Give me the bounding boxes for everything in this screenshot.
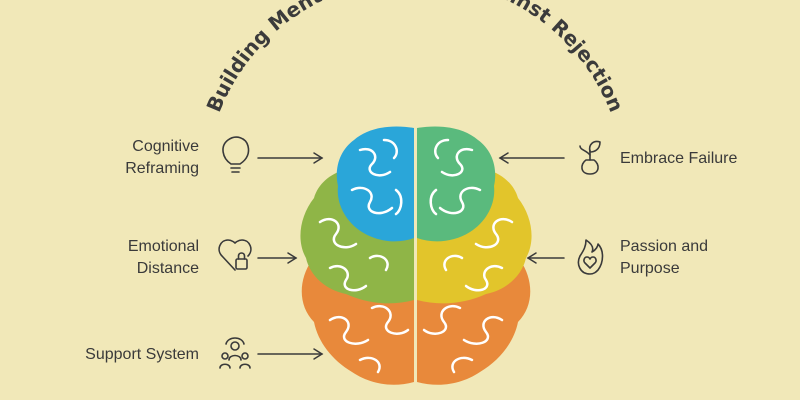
arrow-passion-purpose [526,252,565,264]
label-line: Passion and [620,238,709,255]
sprout-icon [579,140,601,175]
support-people-icon [219,337,251,369]
diagram-title: Building Mental Resilience Against Rejec… [201,0,628,115]
label-cognitive-reframing: Cognitive Reframing [125,136,199,180]
label-support-system: Support System [85,344,199,366]
lightbulb-icon [222,136,250,173]
label-line: Purpose [620,260,680,277]
label-line: Cognitive [132,138,199,155]
label-line: Embrace Failure [620,150,738,167]
arrow-emotional-distance [257,252,298,264]
label-line: Support System [85,346,199,363]
label-embrace-failure: Embrace Failure [620,148,737,170]
label-line: Distance [136,260,199,277]
heart-flame-icon [577,239,604,275]
heart-lock-icon [218,239,252,271]
brain-left-hemisphere [300,126,414,385]
label-line: Reframing [125,160,199,177]
arrow-support-system [257,348,324,360]
arrow-cognitive-reframing [257,152,324,164]
label-line: Emotional [127,238,199,255]
arrows [257,152,565,360]
label-emotional-distance: Emotional Distance [128,236,199,280]
brain-right-hemisphere [417,126,532,385]
label-passion-purpose: Passion and Purpose [620,236,708,280]
arrow-embrace-failure [498,152,565,164]
